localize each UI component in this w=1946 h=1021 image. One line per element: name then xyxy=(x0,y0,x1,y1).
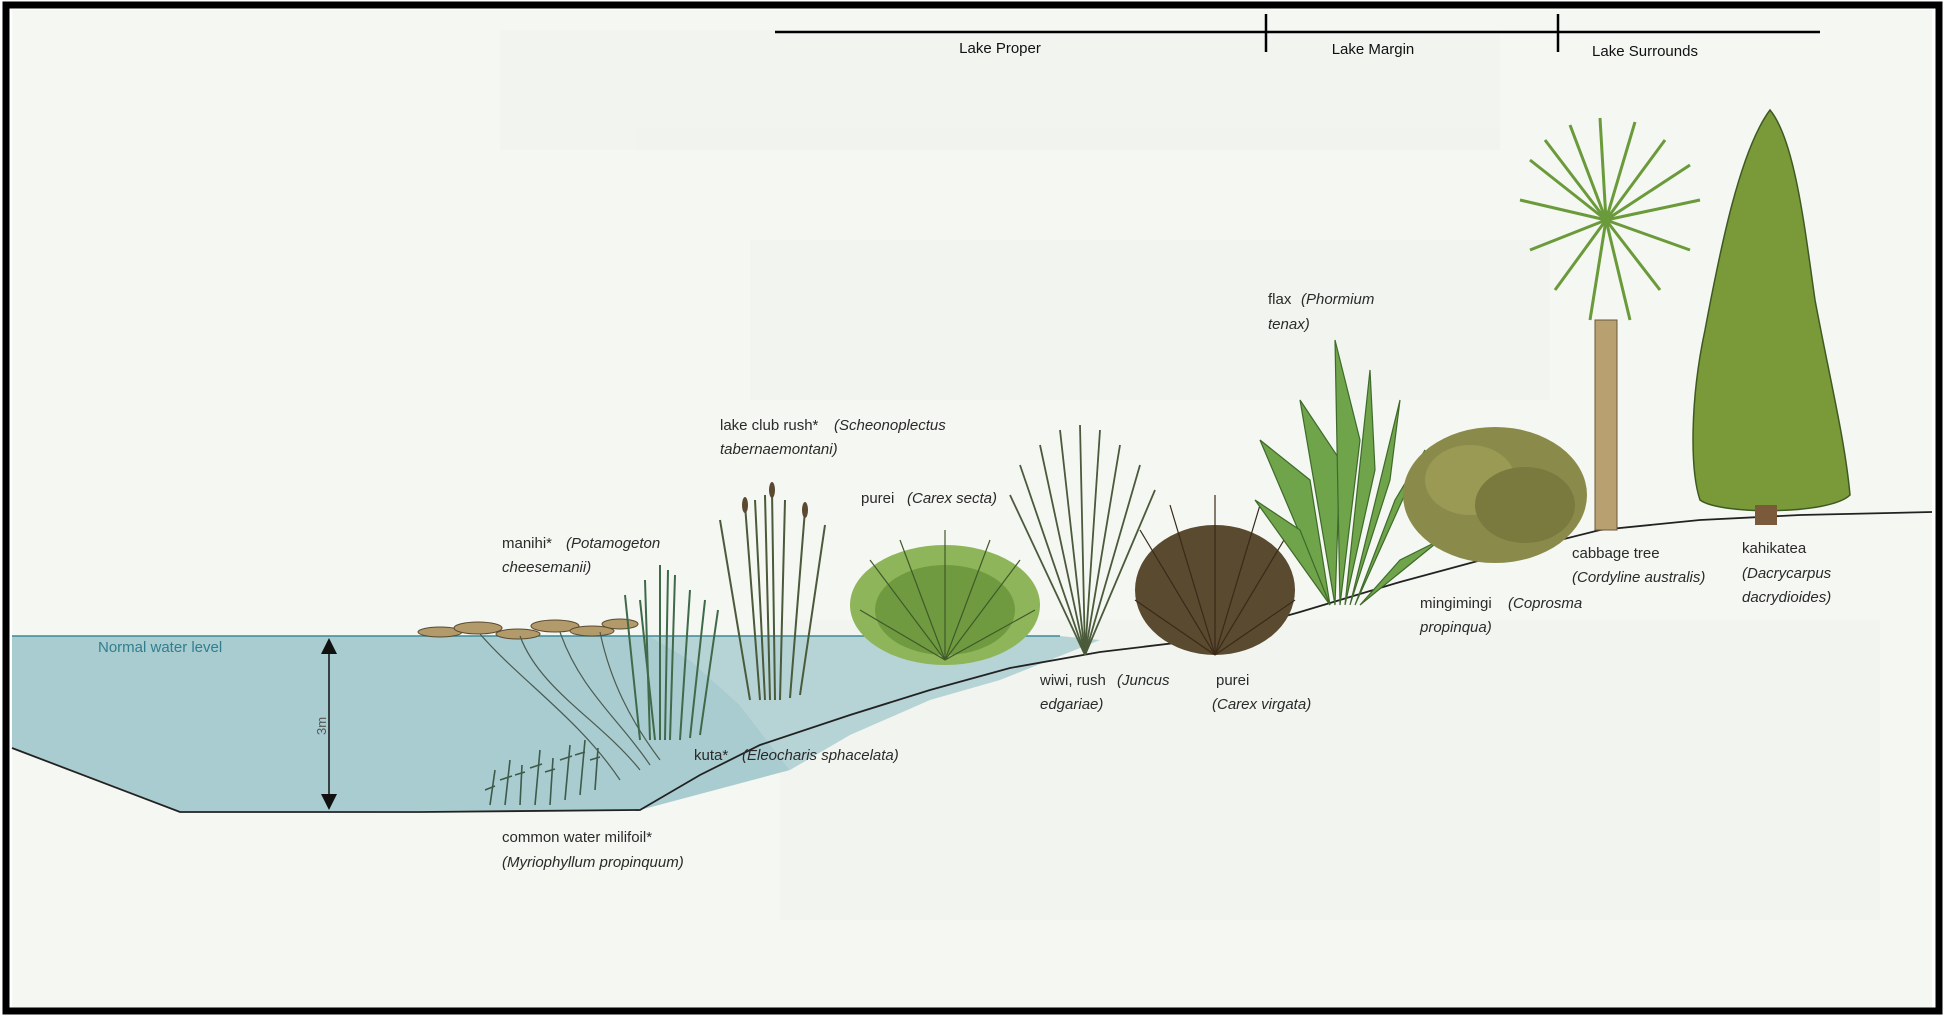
kahikatea-sci-label-b: dacrydioides) xyxy=(1742,589,1831,606)
purei-secta-sci-label: (Carex secta) xyxy=(907,490,997,507)
kahikatea-sci-label-a: (Dacrycarpus xyxy=(1742,565,1832,582)
kuta-common-label: kuta* xyxy=(694,747,728,764)
mingimingi-sci-label-a: (Coprosma xyxy=(1508,595,1582,612)
manihi-sci-label-a: (Potamogeton xyxy=(566,535,660,552)
purei-virgata-sci-label: (Carex virgata) xyxy=(1212,696,1311,713)
purei-virgata-common-label: purei xyxy=(1216,672,1249,689)
wiwi-sci-label-b: edgariae) xyxy=(1040,696,1103,713)
mingimingi-plant-icon xyxy=(1403,427,1587,563)
manihi-common-label: manihi* xyxy=(502,535,552,552)
wiwi-sci-label-a: (Juncus xyxy=(1117,672,1170,689)
flax-common-label: flax xyxy=(1268,291,1292,308)
kahikatea-common-label: kahikatea xyxy=(1742,540,1807,557)
zone-lake-proper: Lake Proper xyxy=(959,40,1041,57)
zone-lake-surrounds: Lake Surrounds xyxy=(1592,43,1698,60)
water-level-label: Normal water level xyxy=(98,639,222,656)
mingimingi-sci-label-b: propinqua) xyxy=(1419,619,1492,636)
lake-club-rush-sci-label-b: tabernaemontani) xyxy=(720,441,838,458)
zone-lake-margin: Lake Margin xyxy=(1332,41,1415,58)
mingimingi-common-label: mingimingi xyxy=(1420,595,1492,612)
flax-sci-label-a: (Phormium xyxy=(1301,291,1374,308)
flax-sci-label-b: tenax) xyxy=(1268,316,1310,333)
milfoil-common-label: common water milifoil* xyxy=(502,829,652,846)
milfoil-sci-label: (Myriophyllum propinquum) xyxy=(502,854,684,871)
lake-club-rush-sci-label-a: (Scheonoplectus xyxy=(834,417,946,434)
kuta-sci-label: (Eleocharis sphacelata) xyxy=(742,747,899,764)
depth-label: 3m xyxy=(314,717,329,735)
purei-secta-common-label: purei xyxy=(861,490,894,507)
cabbage-tree-sci-label: (Cordyline australis) xyxy=(1572,569,1705,586)
manihi-sci-label-b: cheesemanii) xyxy=(502,559,591,576)
lake-club-rush-common-label: lake club rush* xyxy=(720,417,819,434)
wiwi-common-label: wiwi, rush xyxy=(1039,672,1106,689)
cabbage-tree-common-label: cabbage tree xyxy=(1572,545,1660,562)
